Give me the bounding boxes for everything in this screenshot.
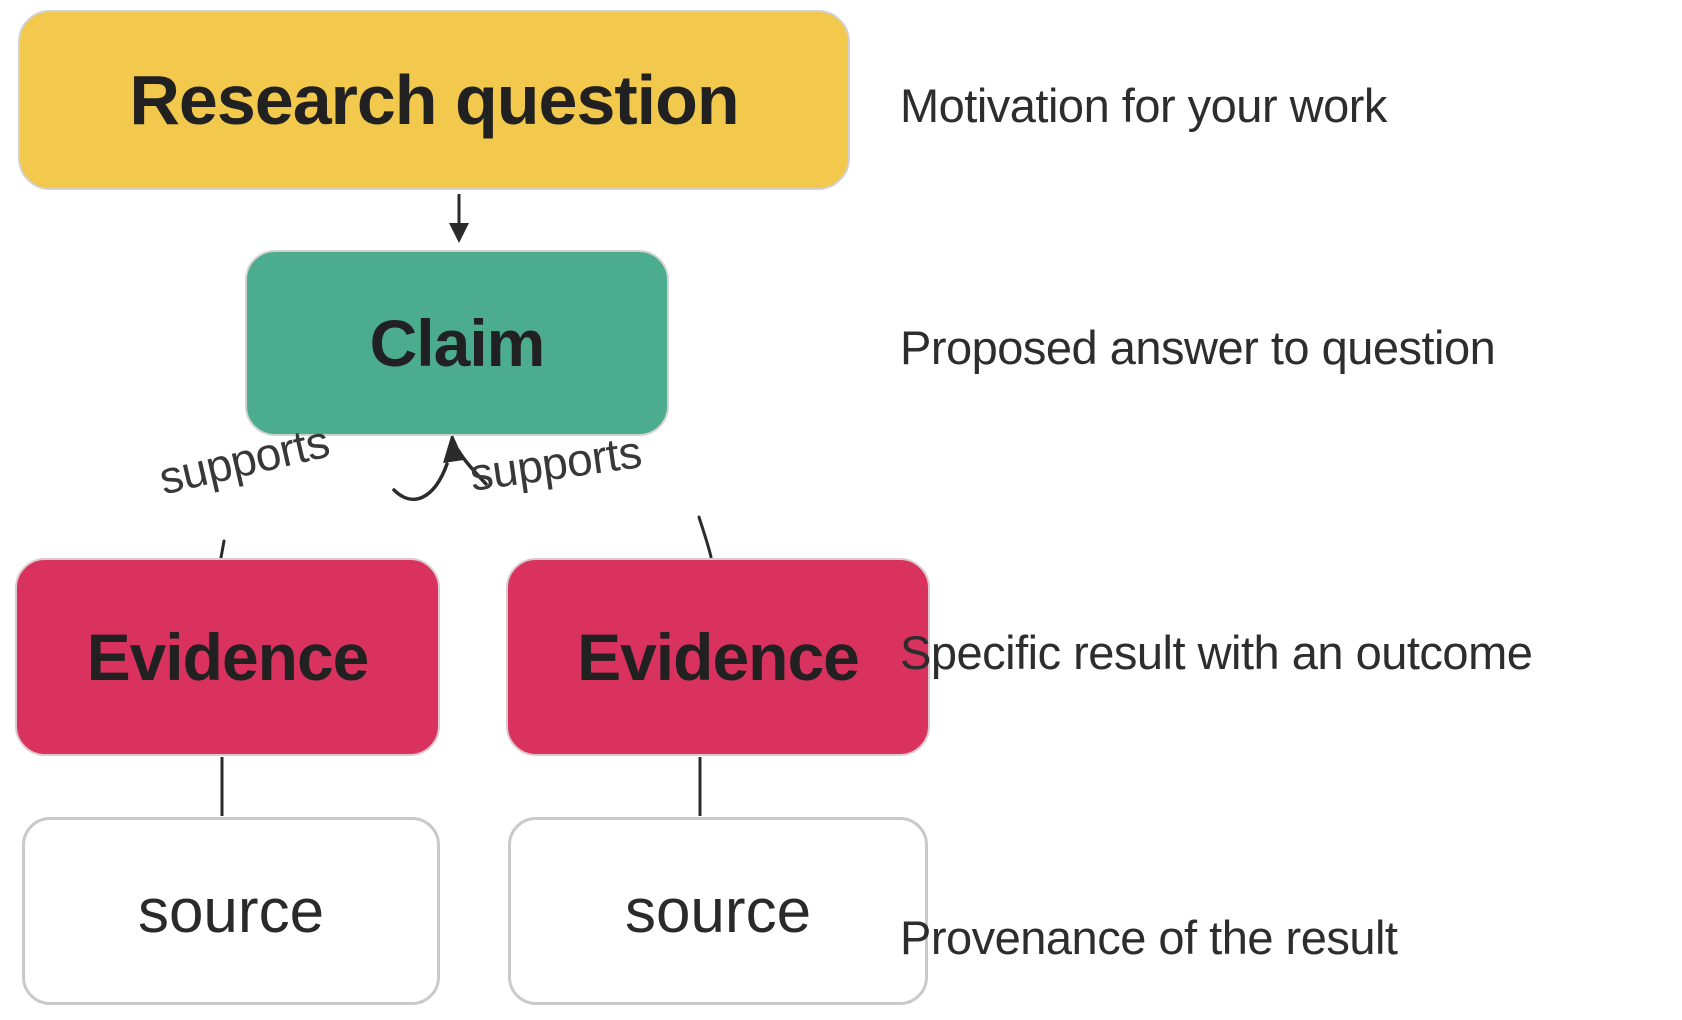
- annotation-research-question: Motivation for your work: [900, 79, 1387, 132]
- evidence-node-left: Evidence: [15, 558, 440, 756]
- research-question-label: Research question: [129, 61, 739, 139]
- evidence-label-left: Evidence: [86, 620, 370, 694]
- arrow-rq-to-claim: [449, 194, 469, 243]
- research-question-node: Research question: [18, 10, 850, 190]
- edge-stub-right: [697, 515, 713, 559]
- annotation-claim: Proposed answer to question: [900, 321, 1496, 374]
- evidence-label-right: Evidence: [577, 620, 860, 694]
- source-node-left: source: [22, 817, 440, 1005]
- claim-label: Claim: [369, 306, 546, 380]
- source-node-right: source: [508, 817, 928, 1005]
- annotation-source: Provenance of the result: [900, 911, 1398, 964]
- evidence-node-right: Evidence: [506, 558, 930, 756]
- edge-label-supports-left: supports: [154, 414, 334, 505]
- source-label-left: source: [137, 876, 325, 946]
- claim-node: Claim: [245, 250, 669, 436]
- annotation-evidence: Specific result with an outcome: [900, 626, 1533, 679]
- arrowhead-down-icon: [449, 223, 469, 243]
- source-label-right: source: [624, 876, 812, 946]
- arrowhead-up-icon: [443, 433, 464, 463]
